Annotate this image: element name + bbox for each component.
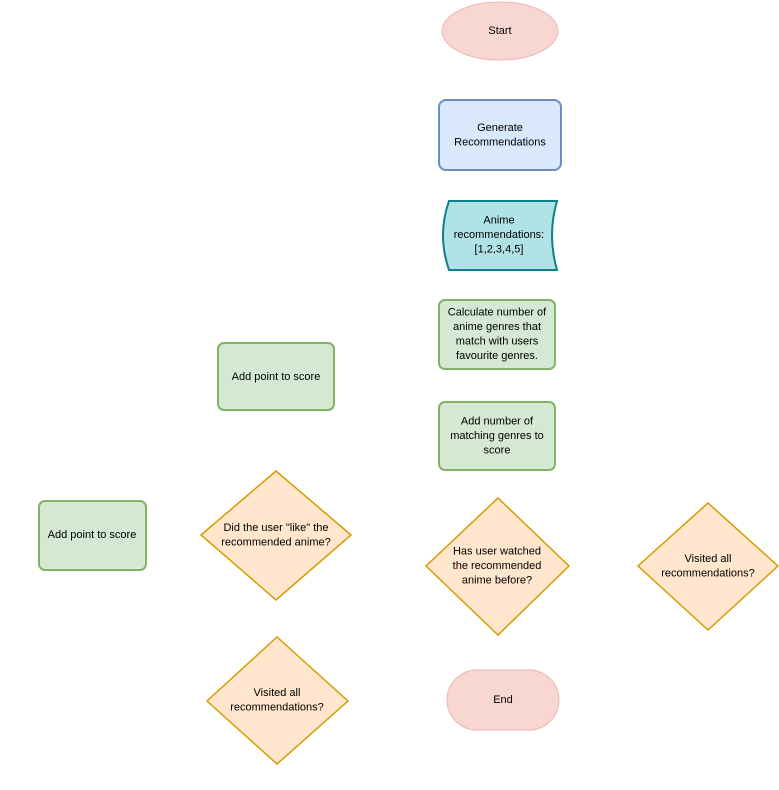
generate-line-1: Generate (477, 122, 523, 134)
end-node[interactable]: End (446, 669, 560, 731)
add-point-left-line-1: Add point to score (48, 529, 137, 541)
anime-recommendations-data-label: Anime recommendations: [1,2,3,4,5] (454, 214, 545, 255)
add-point-top-shape (217, 342, 335, 411)
visited-all-bottom-decision-label: Visited all recommendations? (230, 687, 324, 714)
add-matching-line-3: score (484, 444, 511, 456)
did-user-like-decision-shape (199, 470, 353, 601)
add-matching-genres-shape (438, 401, 556, 471)
watched-before-decision-shape (424, 496, 571, 637)
did-user-like-decision-label: Did the user "like" the recommended anime… (221, 522, 330, 549)
add-matching-line-2: matching genres to (450, 430, 544, 442)
visited-bottom-line-2: recommendations? (230, 701, 324, 713)
anime-data-line-1: Anime (483, 214, 514, 226)
start-label: Start (488, 25, 511, 37)
calc-genres-line-1: Calculate number of (448, 306, 547, 318)
calculate-genres-label: Calculate number of anime genres that matc… (448, 306, 547, 362)
calculate-genres-node[interactable]: Calculate number of anime genres that matc… (438, 299, 556, 370)
anime-data-line-3: [1,2,3,4,5] (475, 243, 524, 255)
generate-recommendations-shape (438, 99, 562, 171)
start-node[interactable]: Start (441, 1, 559, 61)
watched-before-line-3: anime before? (462, 574, 532, 586)
did-like-line-1: Did the user "like" the (223, 522, 328, 534)
watched-before-line-1: Has user watched (453, 545, 541, 557)
anime-recommendations-data-shape (442, 200, 559, 271)
watched-before-decision-label: Has user watched the recommended anime bef… (453, 545, 542, 586)
add-matching-genres-node[interactable]: Add number of matching genres to score (438, 401, 556, 471)
watched-before-line-2: the recommended (453, 560, 542, 572)
add-point-left-label: Add point to score (48, 529, 137, 541)
add-matching-genres-label: Add number of matching genres to score (450, 415, 544, 456)
generate-line-2: Recommendations (454, 136, 546, 148)
visited-all-right-decision-shape (636, 501, 779, 632)
visited-right-line-1: Visited all (685, 553, 732, 565)
add-point-top-label: Add point to score (232, 371, 321, 383)
visited-right-line-2: recommendations? (661, 567, 755, 579)
anime-recommendations-data-node[interactable]: Anime recommendations: [1,2,3,4,5] (442, 200, 559, 271)
visited-bottom-line-1: Visited all (254, 687, 301, 699)
visited-all-bottom-decision-node[interactable]: Visited all recommendations? (205, 635, 350, 766)
start-shape (441, 1, 559, 61)
calc-genres-line-2: anime genres that (453, 321, 541, 333)
calc-genres-line-3: match with users (456, 335, 539, 347)
did-like-line-2: recommended anime? (221, 536, 330, 548)
add-point-top-line-1: Add point to score (232, 371, 321, 383)
watched-before-decision-node[interactable]: Has user watched the recommended anime bef… (424, 496, 571, 637)
end-line-1: End (493, 694, 513, 706)
visited-all-bottom-decision-shape (205, 635, 350, 766)
add-matching-line-1: Add number of (461, 415, 534, 427)
anime-data-line-2: recommendations: (454, 229, 545, 241)
visited-all-right-decision-node[interactable]: Visited all recommendations? (636, 501, 779, 632)
calc-genres-line-4: favourite genres. (456, 350, 538, 362)
add-point-left-shape (38, 500, 147, 571)
end-shape (446, 669, 560, 731)
calculate-genres-shape (438, 299, 556, 370)
start-line-1: Start (488, 25, 511, 37)
did-user-like-decision-node[interactable]: Did the user "like" the recommended anime… (199, 470, 353, 601)
end-label: End (493, 694, 513, 706)
add-point-left-node[interactable]: Add point to score (38, 500, 147, 571)
add-point-top-node[interactable]: Add point to score (217, 342, 335, 411)
visited-all-right-decision-label: Visited all recommendations? (661, 553, 755, 580)
